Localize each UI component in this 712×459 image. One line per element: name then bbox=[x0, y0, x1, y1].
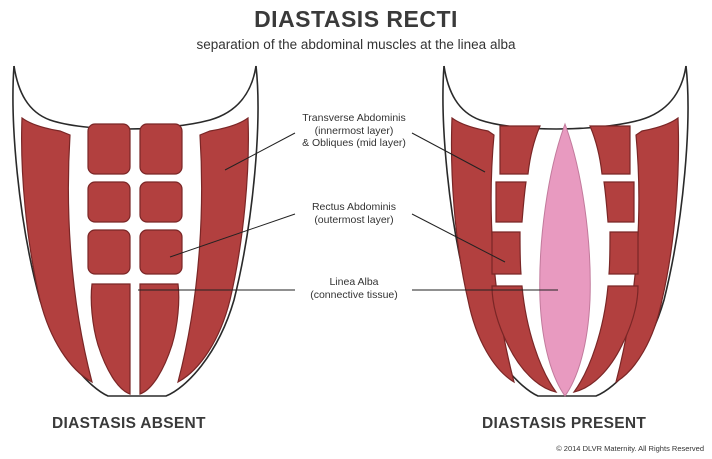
copyright-notice: © 2014 DLVR Maternity. All Rights Reserv… bbox=[556, 444, 704, 453]
label-rectus-line2: (outermost layer) bbox=[282, 214, 426, 227]
rectus-block bbox=[496, 182, 526, 222]
rectus-block bbox=[590, 126, 630, 174]
caption-present: DIASTASIS PRESENT bbox=[482, 415, 646, 433]
rectus-block bbox=[500, 126, 540, 174]
label-rectus: Rectus Abdominis (outermost layer) bbox=[282, 201, 426, 226]
rectus-lower bbox=[91, 284, 130, 394]
oblique-right-a bbox=[178, 118, 248, 382]
rectus-block bbox=[604, 182, 634, 222]
label-transverse-line2: (innermost layer) bbox=[282, 125, 426, 138]
rectus-block bbox=[609, 232, 638, 274]
label-transverse: Transverse Abdominis (innermost layer) &… bbox=[282, 112, 426, 150]
rectus-block bbox=[140, 182, 182, 222]
rectus-block bbox=[140, 230, 182, 274]
rib-arch-right bbox=[444, 66, 686, 129]
rib-arch-left bbox=[14, 66, 256, 129]
label-rectus-line1: Rectus Abdominis bbox=[282, 201, 426, 214]
rectus-block bbox=[140, 124, 182, 174]
rectus-block bbox=[88, 124, 130, 174]
rectus-lower bbox=[140, 284, 179, 394]
label-linea-line2: (connective tissue) bbox=[282, 289, 426, 302]
label-linea-alba: Linea Alba (connective tissue) bbox=[282, 276, 426, 301]
linea-alba-separation bbox=[540, 124, 591, 396]
label-transverse-line1: Transverse Abdominis bbox=[282, 112, 426, 125]
rectus-block bbox=[88, 182, 130, 222]
rectus-block bbox=[492, 232, 521, 274]
oblique-left-a bbox=[22, 118, 92, 382]
torso-present bbox=[443, 66, 688, 396]
rectus-block bbox=[88, 230, 130, 274]
label-transverse-line3: & Obliques (mid layer) bbox=[282, 137, 426, 150]
torso-absent bbox=[13, 66, 258, 396]
label-linea-line1: Linea Alba bbox=[282, 276, 426, 289]
caption-absent: DIASTASIS ABSENT bbox=[52, 415, 206, 433]
